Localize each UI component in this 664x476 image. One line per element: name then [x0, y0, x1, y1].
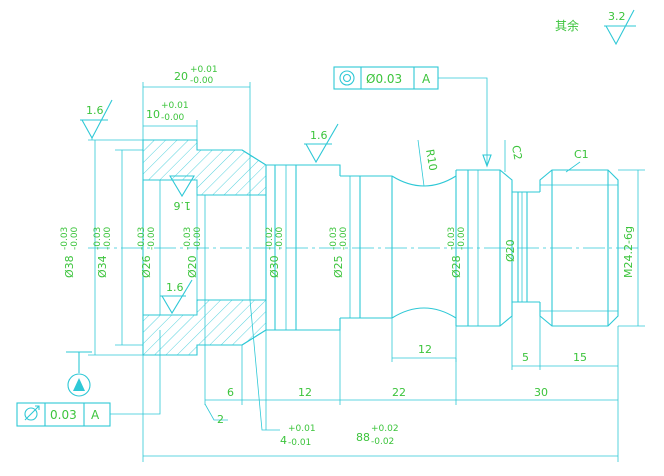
svg-text:-0.03: -0.03 — [183, 227, 193, 250]
svg-text:-0.03: -0.03 — [447, 227, 457, 250]
dim-l30: 30 — [534, 386, 548, 399]
svg-text:-0.00: -0.00 — [190, 76, 214, 86]
dim-len4: 4 — [280, 434, 287, 447]
roughness-symbol-icon — [604, 9, 636, 46]
svg-text:Ø20: Ø20 — [186, 255, 199, 278]
dim-l5: 5 — [522, 351, 529, 364]
dim-d38: Ø38 -0.03 -0.00 — [60, 226, 80, 278]
svg-text:+0.01: +0.01 — [161, 101, 189, 111]
datum-symbol — [66, 351, 92, 397]
dim-len20: 20 — [174, 70, 188, 83]
svg-text:-0.00: -0.00 — [339, 226, 349, 250]
runout-frame: 0.03 A — [16, 330, 161, 427]
svg-text:-0.00: -0.00 — [457, 226, 467, 250]
svg-text:-0.03: -0.03 — [329, 227, 339, 250]
dim-r10: R10 — [423, 148, 440, 172]
dim-len10: 10 — [146, 108, 160, 121]
svg-text:+0.01: +0.01 — [288, 424, 316, 434]
dim-len88: 88 — [356, 431, 370, 444]
svg-text:Ø30: Ø30 — [268, 255, 281, 278]
dim-l22: 22 — [392, 386, 406, 399]
svg-text:-0.02: -0.02 — [371, 437, 394, 447]
svg-text:-0.00: -0.00 — [147, 226, 157, 250]
dim-m24: M24.2-6g — [622, 226, 635, 278]
roughness-groove-icon — [304, 123, 339, 164]
general-roughness-note: 其余 3.2 — [555, 9, 636, 46]
dim-c2: C2 — [509, 144, 524, 161]
dim-d25: Ø25 -0.03 -0.00 — [329, 226, 349, 278]
roughness-bore-flipped-icon — [169, 175, 195, 198]
rest-label: 其余 — [555, 18, 579, 33]
svg-text:Ø26: Ø26 — [140, 255, 153, 278]
svg-text:Ø25: Ø25 — [332, 255, 345, 278]
datum-triangle-icon — [73, 378, 85, 391]
bottom-dimensions: 12 5 15 6 12 22 30 2 4 +0.01 -0.01 88 +0… — [142, 299, 619, 462]
dim-c1: C1 — [574, 148, 589, 161]
diameter-dimensions: Ø38 -0.03 -0.00 Ø34 -0.03 -0.00 Ø26 -0.0… — [60, 139, 645, 356]
dim-d20-bore: Ø20 -0.03 -0.00 — [183, 226, 203, 278]
section-hatch — [142, 139, 267, 356]
roughness-groove: 1.6 — [310, 129, 328, 142]
svg-text:+0.02: +0.02 — [371, 424, 399, 434]
svg-text:-0.00: -0.00 — [161, 113, 185, 123]
dim-d20: Ø20 — [504, 239, 517, 262]
dim-l6: 6 — [227, 386, 234, 399]
svg-text:-0.03: -0.03 — [137, 227, 147, 250]
dim-d26: Ø26 -0.03 -0.00 — [137, 226, 157, 278]
svg-text:-0.01: -0.01 — [288, 438, 311, 448]
svg-text:+0.01: +0.01 — [190, 65, 218, 75]
runout-arrow-icon — [24, 405, 40, 421]
concentricity-icon — [339, 70, 355, 86]
svg-text:-0.00: -0.00 — [193, 226, 203, 250]
dim-d34: Ø34 -0.03 -0.00 — [93, 226, 113, 278]
roughness-symbols: 1.6 1.6 1.6 1.6 — [80, 99, 339, 315]
dim-l12a: 12 — [418, 343, 432, 356]
svg-text:-0.00: -0.00 — [70, 226, 80, 250]
dim-l12b: 12 — [298, 386, 312, 399]
runout-value: 0.03 — [50, 408, 77, 422]
concentricity-frame: Ø0.03 A — [333, 66, 492, 168]
roughness-bore-bottom-icon — [160, 279, 193, 315]
dim-d28: Ø28 -0.03 -0.00 — [447, 226, 467, 278]
svg-text:-0.00: -0.00 — [275, 226, 285, 250]
svg-text:Ø34: Ø34 — [96, 255, 109, 278]
runout-datum: A — [91, 408, 100, 422]
svg-text:Ø28: Ø28 — [450, 255, 463, 278]
svg-text:-0.03: -0.03 — [93, 227, 103, 250]
svg-text:M24.2-6g: M24.2-6g — [622, 226, 635, 278]
dim-d30: Ø30 -0.02 -0.00 — [265, 226, 285, 278]
dim-l15: 15 — [573, 351, 587, 364]
svg-text:-0.03: -0.03 — [60, 227, 70, 250]
concentricity-value: Ø0.03 — [366, 72, 402, 86]
svg-text:Ø20: Ø20 — [504, 239, 517, 262]
dim-l2: 2 — [217, 413, 224, 426]
rest-roughness-value: 3.2 — [608, 10, 626, 23]
roughness-bore-flipped: 1.6 — [174, 199, 192, 212]
svg-text:-0.02: -0.02 — [265, 227, 275, 250]
svg-text:Ø38: Ø38 — [63, 255, 76, 278]
roughness-bore-bottom: 1.6 — [166, 281, 184, 294]
svg-text:-0.00: -0.00 — [103, 226, 113, 250]
roughness-left-top: 1.6 — [86, 104, 104, 117]
concentricity-datum: A — [422, 72, 431, 86]
top-dimensions: 20 +0.01 -0.00 10 +0.01 -0.00 R10 C2 C1 — [142, 65, 589, 195]
